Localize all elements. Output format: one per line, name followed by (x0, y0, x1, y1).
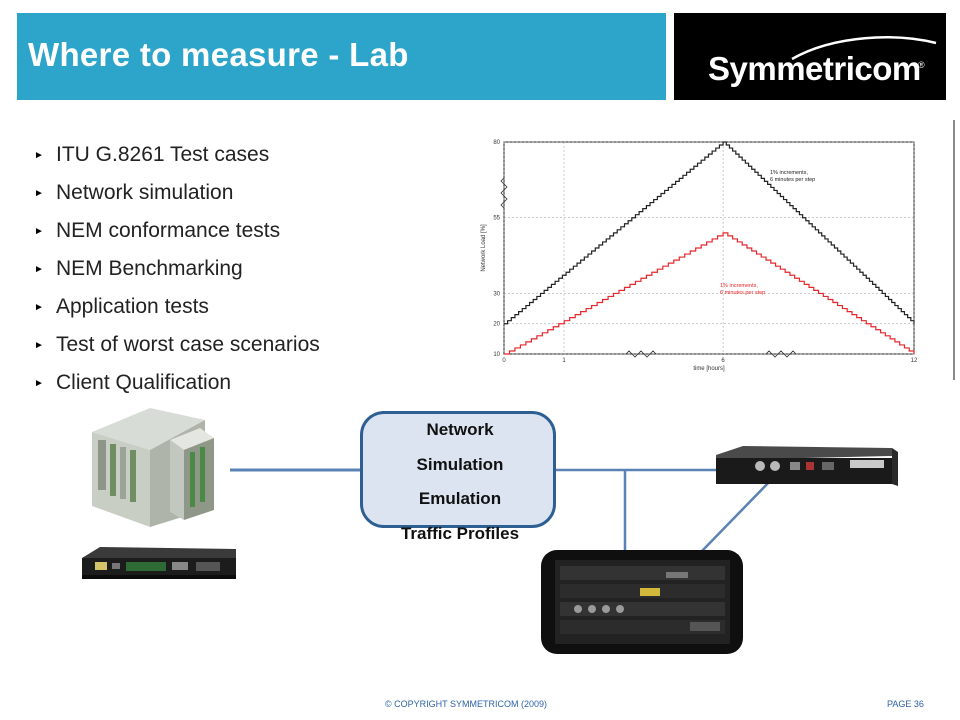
portable-test-set-icon (541, 550, 743, 654)
y-tick-label: 30 (493, 291, 500, 297)
x-axis-break-mark (765, 350, 797, 358)
triangle-right-icon: ► (34, 377, 44, 389)
triangle-right-icon: ► (34, 301, 44, 313)
y-tick-label: 10 (493, 352, 500, 358)
logo-swoosh-icon (791, 36, 937, 61)
annotation-black-line1: 1% increments, (770, 170, 808, 176)
rackmount-unit-icon (82, 547, 236, 579)
list-item: ► Network simulation (34, 174, 320, 212)
network-equipment-rack-icon (92, 408, 214, 527)
list-item-text: ITU G.8261 Test cases (56, 143, 270, 166)
series-line-red (504, 232, 915, 355)
page-title: Where to measure - Lab (28, 36, 409, 73)
list-item: ► ITU G.8261 Test cases (34, 136, 320, 174)
list-item: ► Client Qualification (34, 364, 320, 402)
logo-registered-mark: ® (918, 60, 925, 70)
list-item-text: Application tests (56, 295, 209, 318)
y-axis-label: Network Load [%] (481, 224, 487, 272)
vertical-divider (953, 120, 955, 380)
logo-text: Symmetricom (708, 50, 921, 87)
logo-box (674, 13, 946, 100)
list-item: ► Application tests (34, 288, 320, 326)
x-axis-label: time [hours] (693, 366, 725, 372)
x-tick-label: 0 (502, 358, 506, 364)
chart-grid (503, 141, 915, 355)
triangle-right-icon: ► (34, 225, 44, 237)
footer-page-number: PAGE 36 (887, 699, 924, 709)
annotation-black-line2: 6 minutes per step (770, 177, 815, 183)
annotation-red-line1: 1% increments, (720, 283, 758, 289)
list-item-text: Client Qualification (56, 371, 232, 394)
triangle-right-icon: ► (34, 263, 44, 275)
tick-labels: 10 20 30 55 80 0 1 6 12 (493, 140, 918, 364)
list-item: ► Test of worst case scenarios (34, 326, 320, 364)
y-axis-break-mark (500, 177, 508, 209)
list-item-text: Test of worst case scenarios (56, 333, 320, 356)
grandmaster-clock-icon (716, 446, 898, 486)
network-box-line-4: Traffic Profiles (400, 524, 520, 543)
footer-copyright: © COPYRIGHT SYMMETRICOM (2009) (385, 699, 547, 709)
network-load-chart: 10 20 30 55 80 0 1 6 12 Network Load [%] time [h… (476, 130, 926, 376)
axis-break-marks (500, 177, 797, 358)
bullet-list: ► ITU G.8261 Test cases ► Network simulati… (34, 136, 320, 402)
list-item: ► NEM conformance tests (34, 212, 320, 250)
network-simulation-box (360, 411, 556, 528)
triangle-right-icon: ► (34, 339, 44, 351)
title-bar (17, 13, 666, 100)
network-box-line-1: Network (426, 420, 494, 439)
list-item-text: Network simulation (56, 181, 234, 204)
list-item-text: NEM Benchmarking (56, 257, 243, 280)
y-tick-label: 20 (493, 322, 500, 328)
triangle-right-icon: ► (34, 149, 44, 161)
list-item: ► NEM Benchmarking (34, 250, 320, 288)
x-tick-label: 12 (911, 358, 918, 364)
triangle-right-icon: ► (34, 187, 44, 199)
annotation-red-line2: 6 minutes per step (720, 290, 765, 296)
network-box-line-3: Emulation (418, 489, 502, 508)
series-line-black (504, 141, 915, 325)
x-axis-break-mark (625, 350, 657, 358)
x-tick-label: 1 (562, 358, 566, 364)
y-tick-label: 55 (493, 216, 500, 222)
network-box-line-2: Simulation (416, 455, 504, 474)
chart-svg: 10 20 30 55 80 0 1 6 12 Network Load [%] time [h… (481, 140, 918, 372)
x-tick-label: 6 (721, 358, 725, 364)
list-item-text: NEM conformance tests (56, 219, 281, 242)
y-tick-label: 80 (493, 140, 500, 146)
